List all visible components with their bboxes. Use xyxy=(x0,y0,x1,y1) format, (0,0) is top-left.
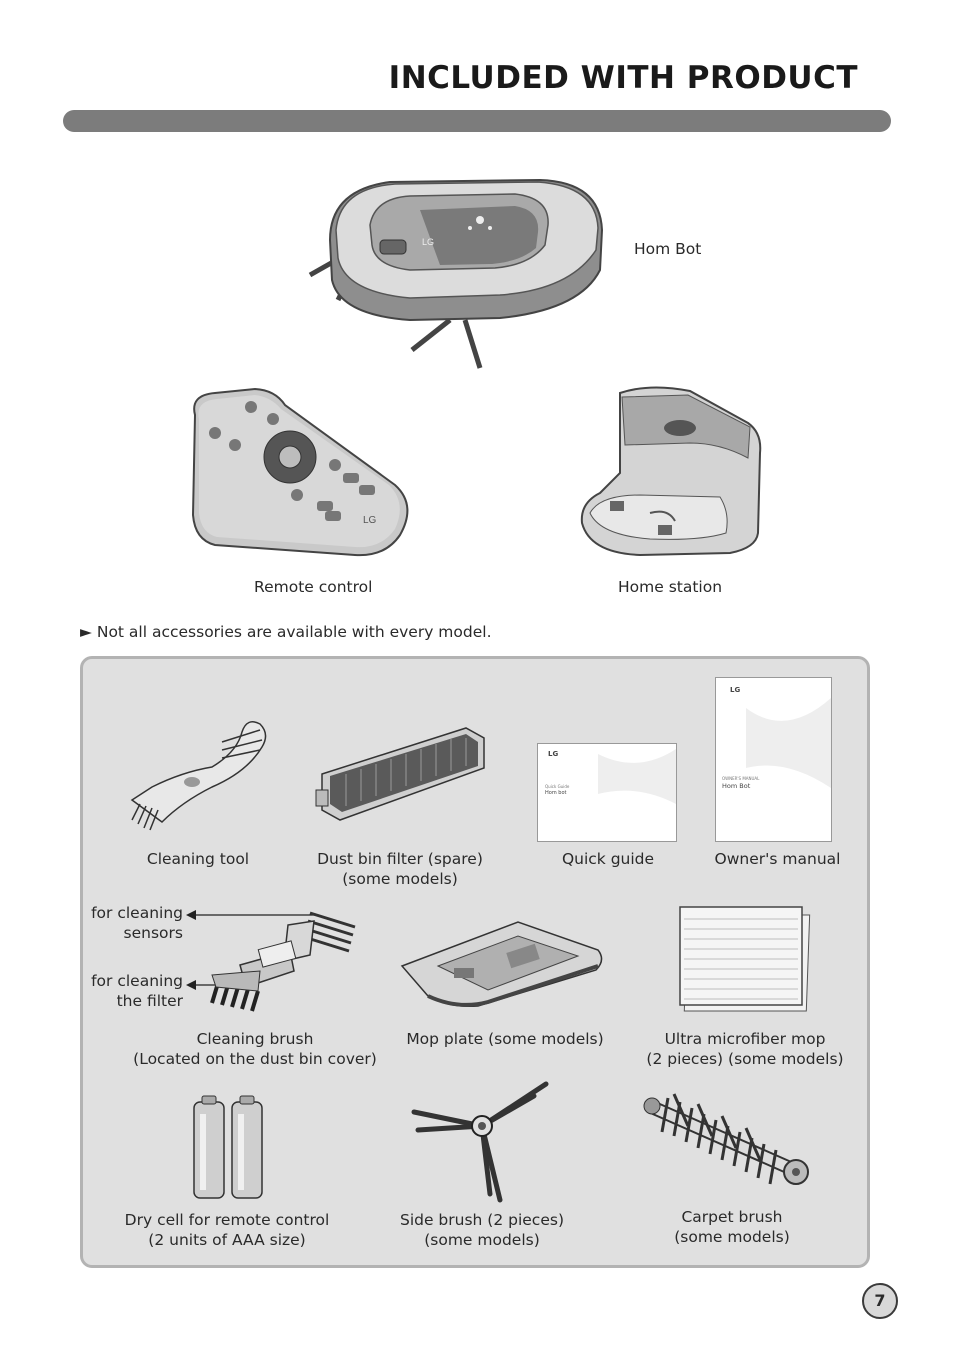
carpet-brush-illustration xyxy=(643,1093,809,1185)
cleaning-tool-label: Cleaning tool xyxy=(146,850,250,868)
carpet-brush-label-line1: Carpet brush xyxy=(681,1208,783,1226)
owners-manual-product: Hom Bot xyxy=(722,782,751,790)
hom-bot-label: Hom Bot xyxy=(634,240,702,258)
cleaning-brush-illustration xyxy=(210,911,356,1012)
cleaning-brush-label-line1: Cleaning brush xyxy=(196,1030,314,1048)
side-brush-label-line1: Side brush (2 pieces) xyxy=(399,1211,564,1229)
quick-guide-label: Quick guide xyxy=(561,850,655,868)
home-station-illustration xyxy=(580,386,762,557)
dry-cell-batteries-illustration xyxy=(193,1095,263,1199)
availability-note: ► Not all accessories are available with… xyxy=(80,623,492,641)
svg-text:LG: LG xyxy=(422,237,434,247)
cleaning-brush-label-line2: (Located on the dust bin cover) xyxy=(133,1050,377,1068)
side-brush-label-line2: (some models) xyxy=(424,1231,540,1249)
cleaning-tool-illustration xyxy=(130,721,267,831)
microfiber-mop-illustration xyxy=(679,906,811,1012)
filter-callout-line2: the filter xyxy=(116,992,183,1010)
page-number-badge: 7 xyxy=(862,1283,898,1319)
quick-guide-brand: LG xyxy=(548,750,559,758)
quick-guide-heading: Quick Guide xyxy=(545,784,570,789)
quick-guide-booklet: LG Quick Guide Hom bot xyxy=(537,743,677,842)
carpet-brush-label-line2: (some models) xyxy=(674,1228,790,1246)
hom-bot-illustration: LG xyxy=(308,178,604,369)
owners-manual-brand: LG xyxy=(730,686,741,694)
owners-manual-booklet: LG OWNER'S MANUAL Hom Bot xyxy=(715,677,832,842)
microfiber-label-line1: Ultra microfiber mop xyxy=(664,1030,826,1048)
title-divider-bar xyxy=(63,110,891,132)
quick-guide-product: Hom bot xyxy=(545,790,567,796)
sensors-callout-line1: for cleaning xyxy=(91,904,183,922)
page-title: INCLUDED WITH PRODUCT xyxy=(388,60,858,96)
sensors-callout-line2: sensors xyxy=(123,924,183,942)
svg-text:LG: LG xyxy=(363,515,377,526)
owners-manual-swoosh xyxy=(746,698,831,788)
dust-filter-label-line1: Dust bin filter (spare) xyxy=(317,850,483,868)
mop-plate-illustration xyxy=(400,921,603,1008)
dry-cell-label-line2: (2 units of AAA size) xyxy=(148,1231,306,1249)
home-station-label: Home station xyxy=(618,578,723,596)
quick-guide-swoosh xyxy=(598,749,676,804)
dust-filter-label-line2: (some models) xyxy=(342,870,458,888)
mop-plate-label: Mop plate (some models) xyxy=(406,1030,604,1048)
owners-manual-heading: OWNER'S MANUAL xyxy=(722,776,760,781)
filter-callout-line1: for cleaning xyxy=(91,972,183,990)
dry-cell-label-line1: Dry cell for remote control xyxy=(124,1211,330,1229)
side-brush-illustration xyxy=(411,1081,549,1203)
microfiber-label-line2: (2 pieces) (some models) xyxy=(646,1050,844,1068)
remote-control-illustration: LG xyxy=(191,387,409,557)
remote-control-label: Remote control xyxy=(254,578,373,596)
owners-manual-label: Owner's manual xyxy=(714,850,841,868)
dust-bin-filter-illustration xyxy=(315,727,485,821)
